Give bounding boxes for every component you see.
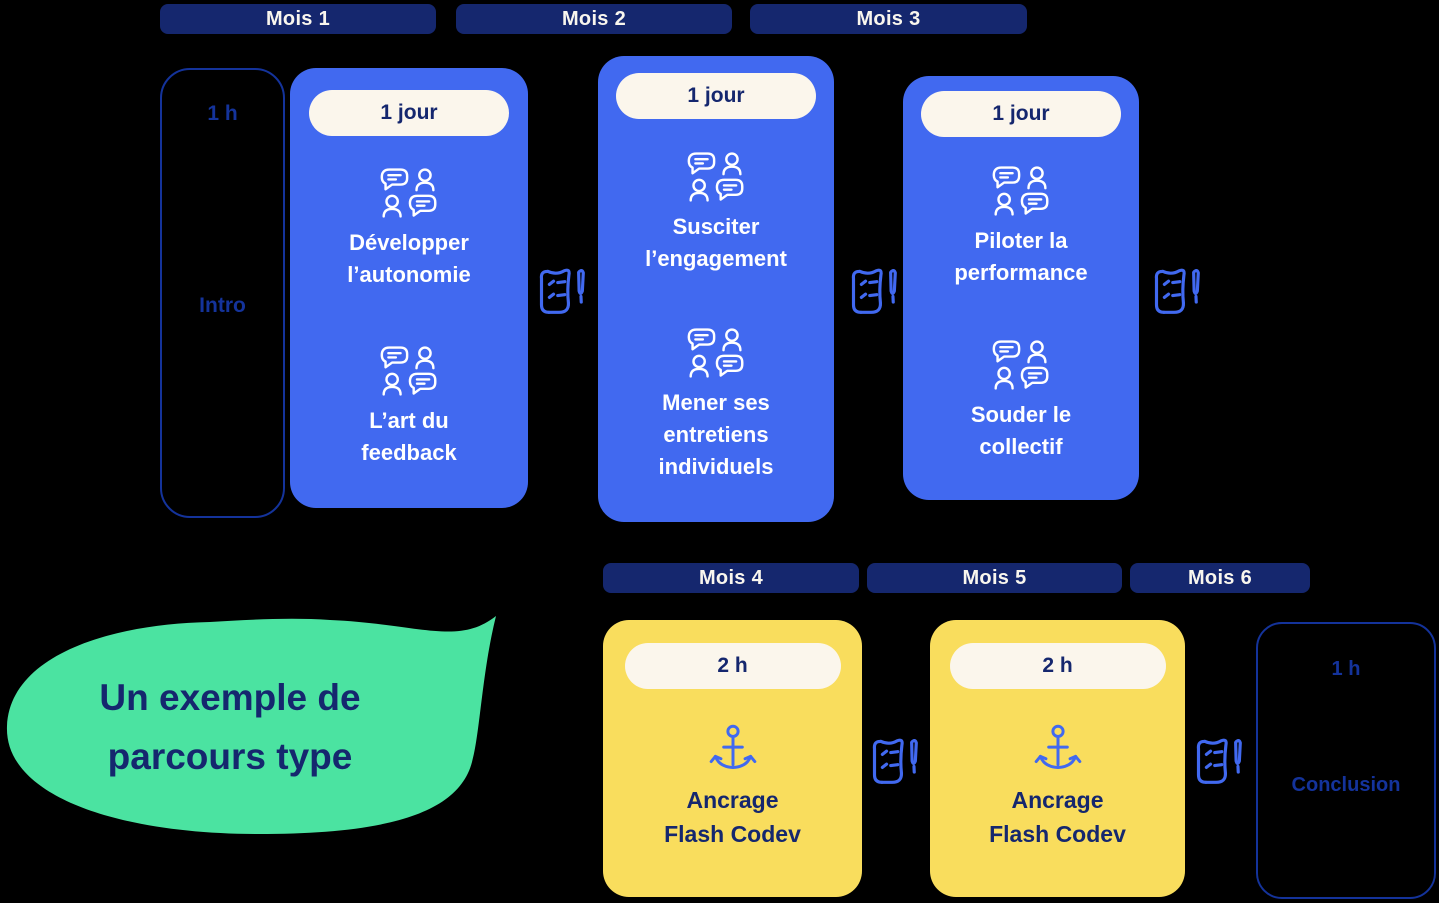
month-badge-3: Mois 3 (750, 4, 1027, 34)
topic-art-du-feedback: L’art du feedback (290, 344, 528, 469)
topic-label: Mener ses entretiens individuels (658, 390, 774, 479)
ancrage-card-month-5: 2 h Ancrage Flash Codev (930, 620, 1185, 897)
speech-bubble-text: Un exemple de parcours type (99, 677, 361, 777)
duration-pill: 1 jour (921, 91, 1121, 137)
scroll-pen-icon (845, 264, 901, 316)
intro-label: Intro (199, 294, 246, 317)
conclusion-label: Conclusion (1291, 774, 1401, 796)
topic-susciter-engagement: Susciter l’engagement (598, 150, 834, 275)
topic-developper-autonomie: Développer l’autonomie (290, 166, 528, 291)
duration-pill: 1 jour (309, 90, 509, 136)
month-badge-1: Mois 1 (160, 4, 436, 34)
scroll-pen-icon (533, 264, 589, 316)
topic-entretiens-individuels: Mener ses entretiens individuels (598, 326, 834, 483)
scroll-pen-icon (1190, 734, 1246, 786)
month-badge-6: Mois 6 (1130, 563, 1310, 593)
topic-souder-collectif: Souder le collectif (903, 338, 1139, 463)
topic-ancrage-flash-codev: Ancrage Flash Codev (603, 722, 862, 851)
anchor-icon (707, 722, 759, 776)
topic-label: Piloter la performance (954, 228, 1088, 285)
topic-label: Susciter l’engagement (645, 214, 787, 271)
scroll-pen-icon (866, 734, 922, 786)
speech-bubble-shape (6, 616, 497, 834)
topic-label: Ancrage Flash Codev (664, 787, 801, 847)
module-card-month-2: 1 jour Susciter l’engagement Mener ses e… (598, 56, 834, 522)
anchor-icon (1032, 722, 1084, 776)
duration-pill: 2 h (624, 643, 841, 689)
intro-duration: 1 h (207, 102, 238, 125)
topic-piloter-performance: Piloter la performance (903, 164, 1139, 289)
discussion-icon (686, 326, 746, 380)
month-badge-2: Mois 2 (456, 4, 732, 34)
month-badge-5: Mois 5 (867, 563, 1122, 593)
topic-label: Développer l’autonomie (347, 230, 471, 287)
module-card-month-3: 1 jour Piloter la performance Souder le … (903, 76, 1139, 500)
conclusion-card: 1 h Conclusion (1256, 622, 1436, 899)
topic-label: Souder le collectif (970, 402, 1072, 459)
topic-label: L’art du feedback (361, 408, 457, 465)
topic-ancrage-flash-codev: Ancrage Flash Codev (930, 722, 1185, 851)
duration-pill: 1 jour (616, 73, 816, 119)
module-card-month-1: 1 jour Développer l’autonomie L’art du f… (290, 68, 528, 508)
discussion-icon (991, 164, 1051, 218)
discussion-icon (991, 338, 1051, 392)
duration-pill: 2 h (949, 643, 1166, 689)
month-badge-4: Mois 4 (603, 563, 859, 593)
discussion-icon (379, 344, 439, 398)
ancrage-card-month-4: 2 h Ancrage Flash Codev (603, 620, 862, 897)
topic-label: Ancrage Flash Codev (989, 787, 1126, 847)
discussion-icon (379, 166, 439, 220)
conclusion-duration: 1 h (1331, 658, 1361, 680)
intro-card: 1 h Intro (160, 68, 285, 518)
speech-bubble: Un exemple de parcours type (0, 610, 502, 838)
scroll-pen-icon (1148, 264, 1204, 316)
discussion-icon (686, 150, 746, 204)
